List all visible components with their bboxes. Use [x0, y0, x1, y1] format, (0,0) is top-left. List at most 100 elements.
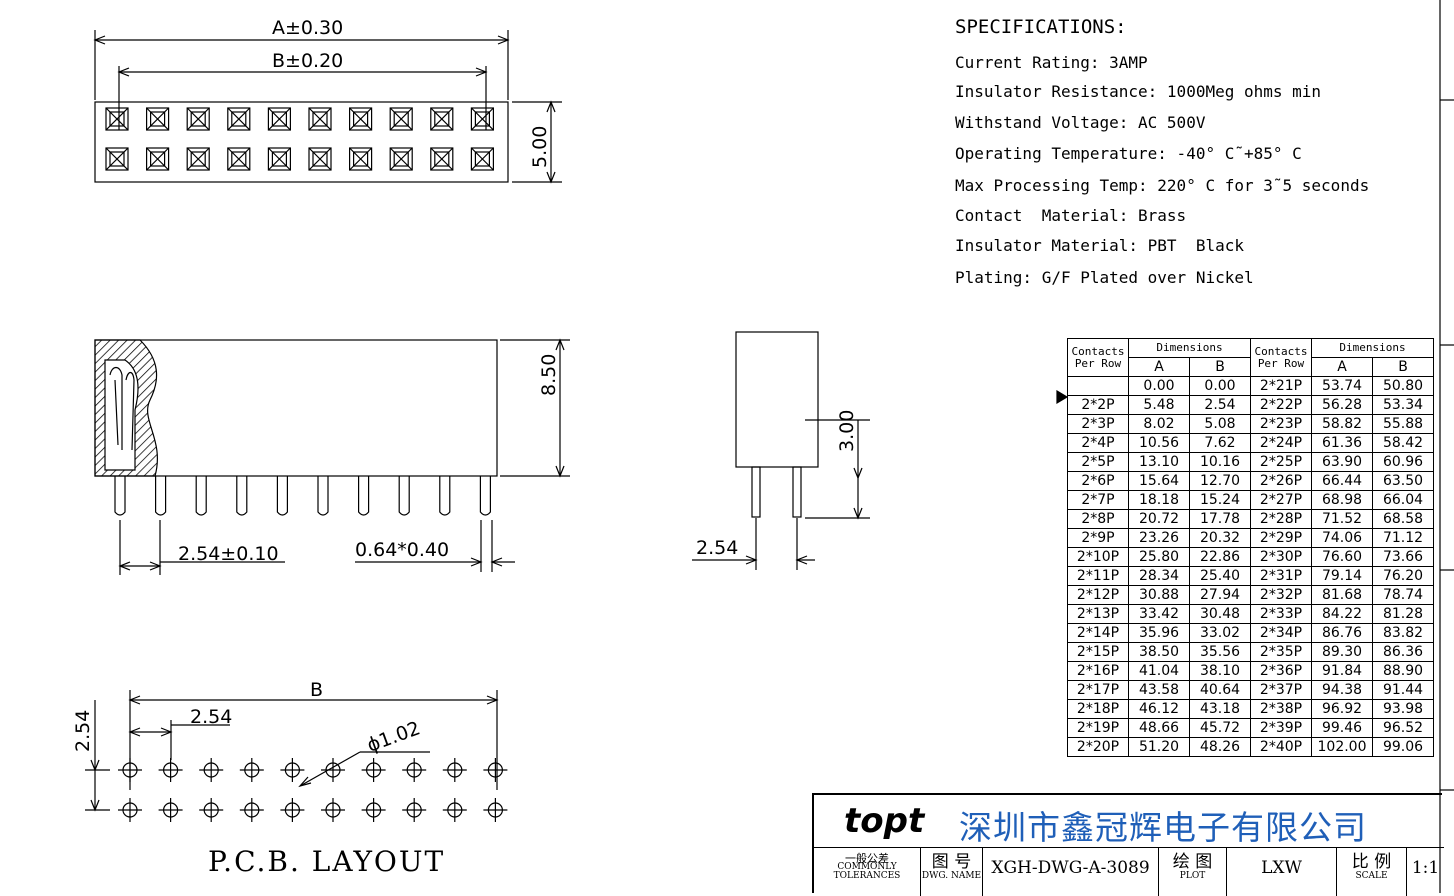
table-cell: 15.24 [1189, 490, 1251, 510]
table-cell: 86.76 [1311, 623, 1373, 643]
dwg-cn: 图 号 [931, 852, 972, 872]
pcb-hole [442, 798, 467, 822]
table-cell: 94.38 [1311, 680, 1373, 700]
pin [114, 476, 126, 516]
title-block: topt 深圳市鑫冠辉电子有限公司 一般公差 COMMONLY TOLERANC… [812, 793, 1444, 896]
plot-value: LXW [1227, 848, 1337, 896]
table-cell: 51.20 [1128, 737, 1190, 757]
table-cell: 0.00 [1189, 376, 1251, 396]
spec-line: Insulator Resistance: 1000Meg ohms min [955, 82, 1322, 101]
top-dim-height: 5.00 [529, 126, 551, 168]
pcb-hole [321, 758, 345, 782]
pcb-hole [118, 758, 142, 782]
table-cell: 10.56 [1128, 433, 1190, 453]
table-cell: 99.46 [1311, 718, 1373, 738]
table-cell: 79.14 [1311, 566, 1373, 586]
dwg-en: DWG. NAME [921, 871, 982, 881]
specifications-title: SPECIFICATIONS: [955, 16, 1127, 38]
table-cell: 45.72 [1189, 718, 1251, 738]
contact-cell [308, 107, 332, 131]
pcb-hole [239, 798, 264, 822]
table-cell: 53.74 [1311, 376, 1373, 396]
table-cell: 2*14P [1067, 623, 1129, 643]
table-cell: 23.26 [1128, 528, 1190, 548]
pin [439, 476, 451, 516]
table-cell: 2*16P [1067, 661, 1129, 681]
table-cell: 13.10 [1128, 452, 1190, 472]
contact-cell [105, 147, 129, 171]
table-cell: 53.34 [1372, 395, 1434, 415]
pcb-hole [483, 758, 508, 782]
contact-cell [146, 147, 170, 171]
table-cell: 66.04 [1372, 490, 1434, 510]
end-dim-length: 3.00 [836, 410, 858, 452]
table-cell: 2*27P [1250, 490, 1312, 510]
table-cell: 76.20 [1372, 566, 1434, 586]
pin [195, 476, 207, 516]
table-cell: 41.04 [1128, 661, 1190, 681]
dwg-label-cell: 图 号 DWG. NAME [921, 848, 983, 896]
header-contacts: Contacts Per Row [1250, 338, 1312, 377]
pcb-layout-title: P.C.B. LAYOUT [208, 845, 446, 878]
table-cell: 5.08 [1189, 414, 1251, 434]
dwg-value: XGH-DWG-A-3089 [983, 848, 1159, 896]
table-cell: 2*30P [1250, 547, 1312, 567]
spec-line: Contact Material: Brass [955, 206, 1187, 225]
table-cell: 2*2P [1067, 395, 1129, 415]
header-a: A [1128, 357, 1190, 377]
header-b: B [1372, 357, 1434, 377]
table-cell: 68.58 [1372, 509, 1434, 529]
table-cell: 2*34P [1250, 623, 1312, 643]
table-cell: 30.88 [1128, 585, 1190, 605]
table-cell: 91.44 [1372, 680, 1434, 700]
table-cell: 2*15P [1067, 642, 1129, 662]
company-logo: topt [844, 801, 925, 841]
contact-cell [308, 147, 332, 171]
pin [155, 476, 167, 516]
table-cell: 2*31P [1250, 566, 1312, 586]
table-cell: 40.64 [1189, 680, 1251, 700]
table-cell: 17.78 [1189, 509, 1251, 529]
table-cell: 25.40 [1189, 566, 1251, 586]
table-cell: 2*39P [1250, 718, 1312, 738]
pin [358, 476, 370, 516]
table-cell: 78.74 [1372, 585, 1434, 605]
pcb-hole [239, 758, 264, 782]
table-cell: 28.34 [1128, 566, 1190, 586]
table-cell: 68.98 [1311, 490, 1373, 510]
pcb-view [85, 690, 508, 822]
table-cell: 2*11P [1067, 566, 1129, 586]
table-cell: 43.18 [1189, 699, 1251, 719]
header-contacts: Contacts Per Row [1067, 338, 1129, 377]
table-cell: 2*32P [1250, 585, 1312, 605]
contact-cell [430, 107, 454, 131]
table-cell: 91.84 [1311, 661, 1373, 681]
table-cell: 2*8P [1067, 509, 1129, 529]
table-cell: 2*7P [1067, 490, 1129, 510]
table-cell: 2*36P [1250, 661, 1312, 681]
spec-line: Current Rating: 3AMP [955, 53, 1148, 72]
pcb-hole [280, 758, 305, 782]
pin [236, 476, 248, 516]
pcb-hole [199, 798, 224, 822]
table-cell: 63.50 [1372, 471, 1434, 491]
side-dim-pitch: 2.54±0.10 [178, 543, 279, 565]
header-dimensions: Dimensions [1311, 338, 1434, 358]
plot-en: PLOT [1179, 871, 1206, 881]
table-cell: 48.66 [1128, 718, 1190, 738]
table-cell: 48.26 [1189, 737, 1251, 757]
pcb-dim-pitch-x: 2.54 [190, 706, 232, 728]
pcb-dim-b: B [310, 679, 323, 701]
pcb-dim-pitch-y: 2.54 [72, 710, 94, 752]
table-cell: 2*12P [1067, 585, 1129, 605]
table-cell: 71.52 [1311, 509, 1373, 529]
table-cell: 66.44 [1311, 471, 1373, 491]
contact-cell [349, 107, 373, 131]
table-cell: 2*24P [1250, 433, 1312, 453]
table-cell: 2*38P [1250, 699, 1312, 719]
